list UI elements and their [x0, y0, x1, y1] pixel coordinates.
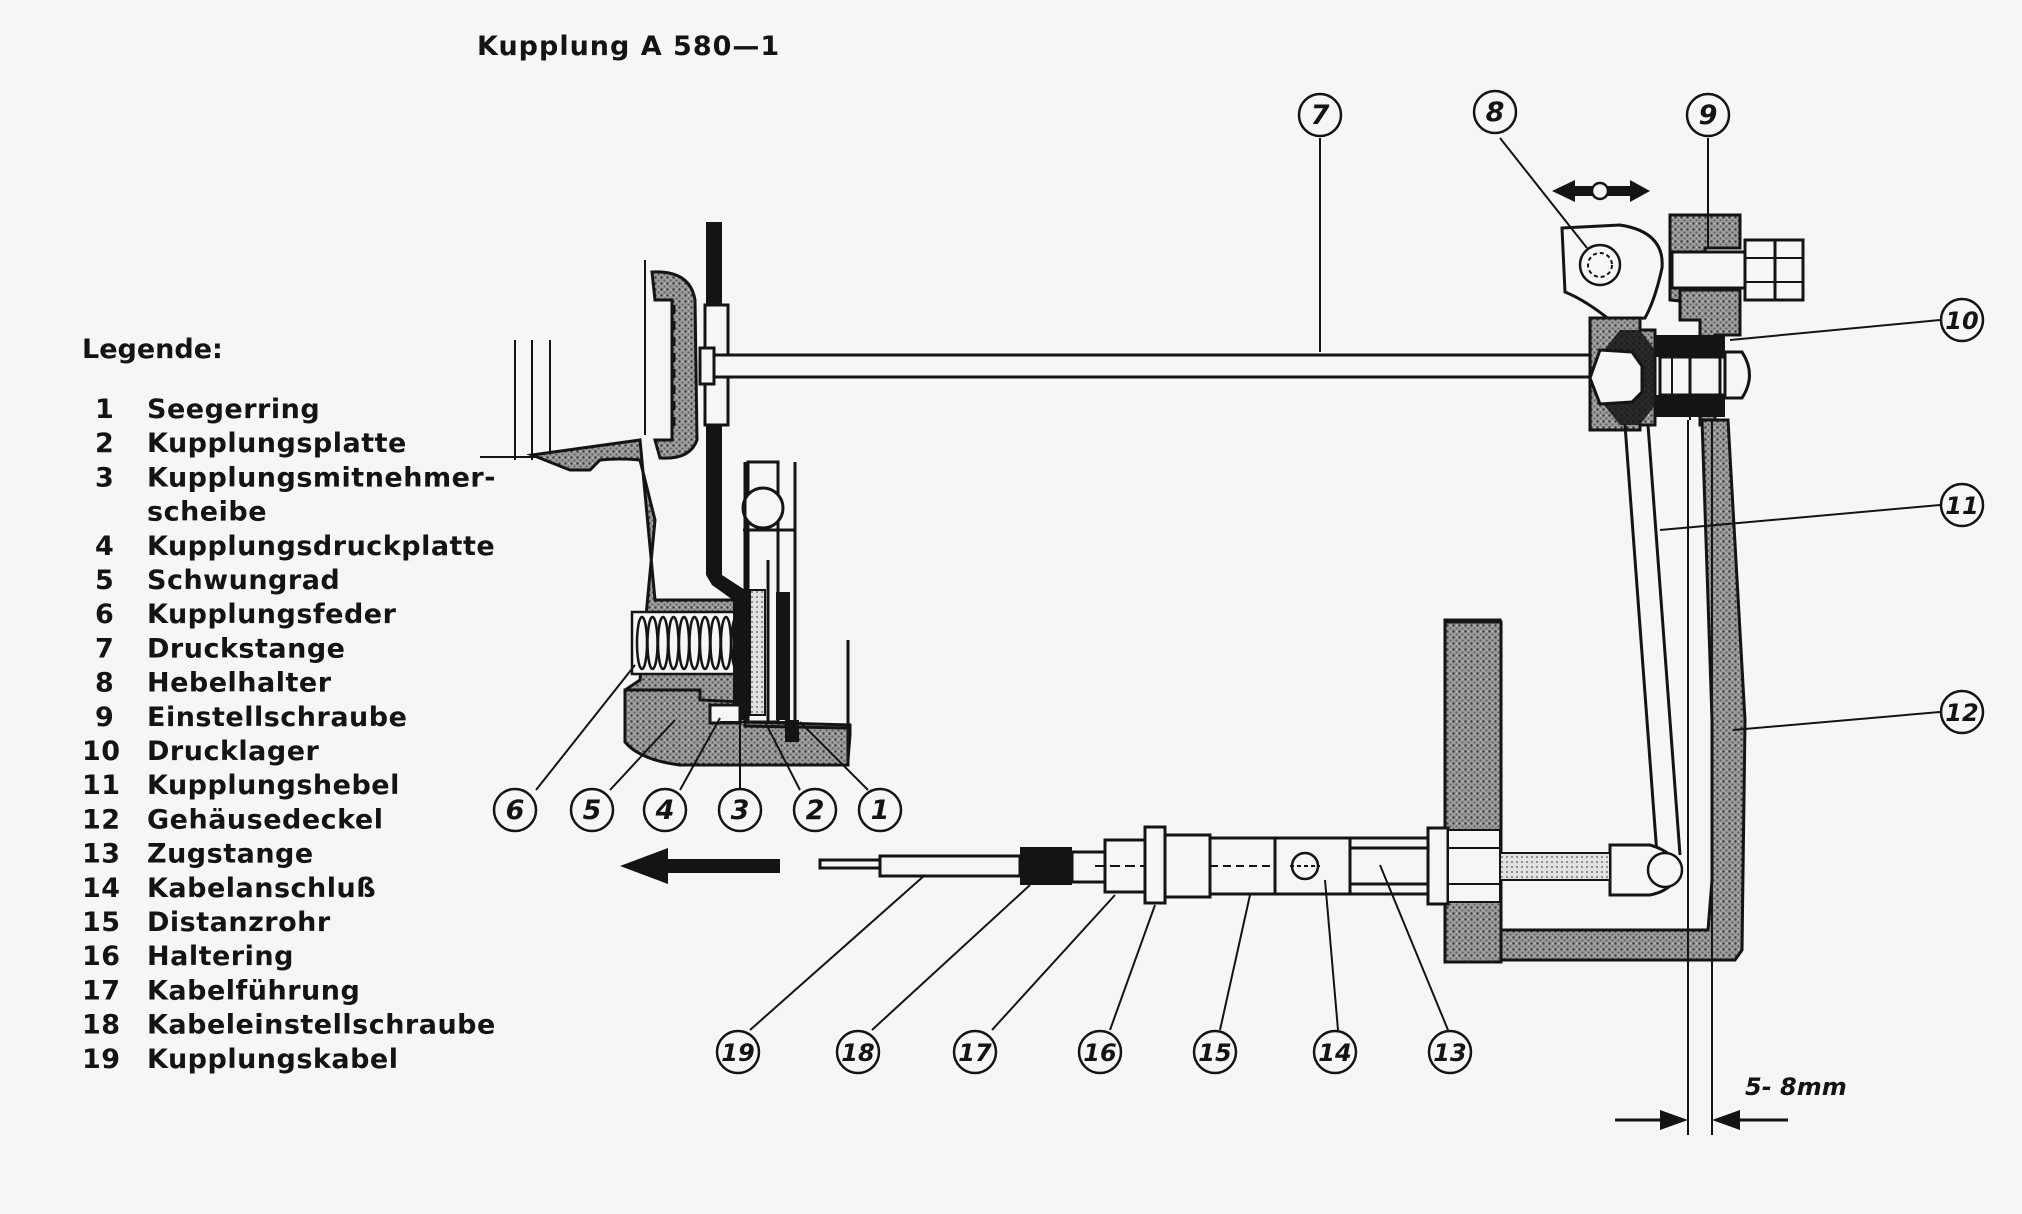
callout-number: 17 [958, 1039, 992, 1067]
callout-number: 1 [871, 795, 890, 826]
callout-circle [1192, 1029, 1238, 1075]
legend-item-number: 11 [82, 770, 121, 801]
callout-number: 7 [1311, 100, 1330, 131]
callout-circle [642, 787, 688, 833]
legend-item-label: Hebelhalter [147, 668, 332, 699]
pull-direction-arrow [620, 848, 780, 884]
callout-number: 9 [1699, 100, 1718, 131]
callout-circle [1685, 92, 1731, 138]
callout-circle [1077, 1029, 1123, 1075]
legend-item-number: 9 [95, 702, 114, 733]
callout-circle [1939, 689, 1985, 735]
callout-number: 8 [1486, 97, 1505, 128]
legend-item-label: Kupplungsplatte [147, 428, 407, 459]
callout-circle [1939, 297, 1985, 343]
pressure-bearing [1588, 316, 1751, 432]
callout-circle [1312, 1029, 1358, 1075]
callout-number: 15 [1198, 1039, 1231, 1067]
callout-circle [717, 787, 763, 833]
callout-number: 16 [1083, 1039, 1116, 1067]
adjusting-screw [1670, 238, 1805, 302]
callout-circle [1472, 89, 1518, 135]
legend-item-number: 3 [95, 462, 114, 493]
callout-number: 18 [841, 1039, 874, 1067]
figure-title: Kupplung A 580—1 [477, 31, 780, 62]
legend-item-number: 19 [82, 1044, 121, 1075]
lever-assembly [1443, 213, 1805, 1135]
legend-item-number: 13 [82, 839, 121, 870]
legend-item-label: scheibe [147, 497, 267, 528]
legend-item-label: Kupplungskabel [147, 1044, 399, 1075]
callout-number: 10 [1945, 307, 1978, 335]
legend-item-number: 17 [82, 975, 121, 1006]
legend-item-label: Distanzrohr [147, 907, 331, 938]
legend-item-label: Kabeleinstellschraube [147, 1010, 496, 1041]
callout-number: 19 [721, 1039, 754, 1067]
legend-item-number: 16 [82, 941, 121, 972]
legend-items: 1 Seegerring 2 Kupplungsplatte 3 Kupplungsmit… [82, 394, 496, 1075]
callout-leaders [535, 137, 1941, 1031]
push-rod [698, 346, 1599, 386]
legend-item-number: 7 [95, 633, 114, 664]
legend-item-label: Drucklager [147, 736, 320, 767]
legend-item-number: 10 [82, 736, 121, 767]
callout-circle [792, 787, 838, 833]
legend-item-number: 6 [95, 599, 114, 630]
callout-number: 6 [506, 795, 525, 826]
legend-item-number: 15 [82, 907, 121, 938]
callout-number: 2 [806, 795, 825, 826]
legend-item-label: Haltering [147, 941, 294, 972]
legend-item-label: Gehäusedeckel [147, 804, 383, 835]
callout-circle [715, 1029, 761, 1075]
legend-item-number: 1 [95, 394, 114, 425]
legend-item-number: 4 [95, 531, 114, 562]
callout-circle [835, 1029, 881, 1075]
legend-item-label: Zugstange [147, 839, 314, 870]
legend-item-number: 8 [95, 668, 114, 699]
callout-circle [952, 1029, 998, 1075]
callout-circle [1427, 1029, 1473, 1075]
cable-assembly [620, 825, 1611, 906]
legend-item-number: 12 [82, 804, 121, 835]
legend-heading: Legende: [82, 334, 223, 365]
callout-number: 5 [583, 795, 602, 826]
clutch-assembly [480, 222, 852, 767]
legend-item-label: Kupplungsfeder [147, 599, 397, 630]
legend-item-label: Schwungrad [147, 565, 340, 596]
legend-item-label: Kabelanschluß [147, 873, 376, 904]
callout-number: 4 [655, 795, 675, 826]
legend-item-label: Kabelführung [147, 975, 360, 1006]
legend-item-number: 18 [82, 1010, 121, 1041]
legend-item-label: Kupplungshebel [147, 770, 400, 801]
legend-item-number: 14 [82, 873, 121, 904]
callout-circle [1939, 482, 1985, 528]
callout-number: 13 [1433, 1039, 1466, 1067]
gap-dimension-label: 5- 8mm [1745, 1073, 1847, 1101]
clutch-spring [630, 610, 744, 676]
gap-dimension: 5- 8mm [1615, 1073, 1847, 1130]
legend-item-label: Einstellschraube [147, 702, 407, 733]
legend-item-label: Kupplungsmitnehmer- [147, 462, 496, 493]
legend-item-label: Seegerring [147, 394, 320, 425]
legend-item-number: 2 [95, 428, 114, 459]
legend-item-number: 5 [95, 565, 114, 596]
legend-item-label: Kupplungsdruckplatte [147, 531, 495, 562]
callout-number: 3 [731, 795, 750, 826]
callout-number: 14 [1318, 1039, 1351, 1067]
callout-circle [1297, 92, 1343, 138]
movement-arrow-icon [1552, 180, 1650, 202]
callout-circle [569, 787, 615, 833]
clutch-lever [1623, 424, 1682, 856]
callout-circle [492, 787, 538, 833]
callout-number: 12 [1945, 699, 1978, 727]
callout-number: 11 [1945, 492, 1978, 520]
legend-item-label: Druckstange [147, 633, 345, 664]
callout-circle [857, 787, 903, 833]
